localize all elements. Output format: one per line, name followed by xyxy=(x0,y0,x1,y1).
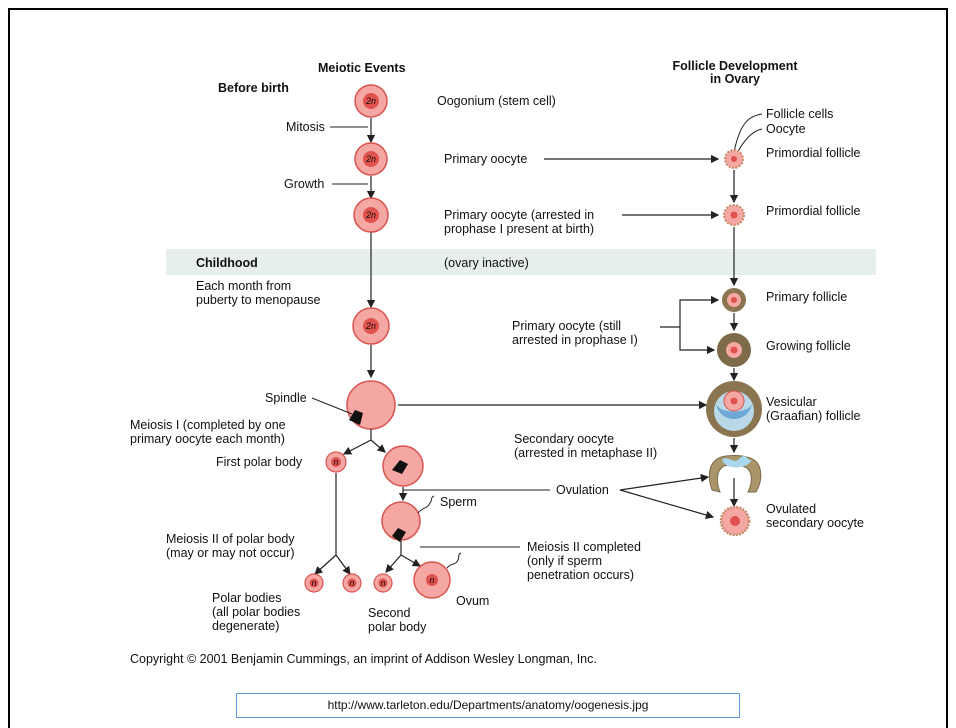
svg-text:2n: 2n xyxy=(365,210,376,220)
oocyte-label: Oocyte xyxy=(766,122,806,136)
arrow-to-ovum xyxy=(400,554,422,567)
arrow-ovulation-to-ovulated xyxy=(619,489,715,520)
polar-bodies-line1: Polar bodies xyxy=(212,591,282,605)
primordial-follicle-label-2: Primordial follicle xyxy=(766,204,861,218)
ovulated-line2: secondary oocyte xyxy=(766,516,864,530)
oogonium-label: Oogonium (stem cell) xyxy=(437,94,556,108)
arrow-to-first-polar xyxy=(342,439,372,455)
source-url: http://www.tarleton.edu/Departments/anat… xyxy=(236,693,740,718)
follicle-cells-label: Follicle cells xyxy=(766,107,833,121)
follicle-header-line1: Follicle Development xyxy=(672,59,798,73)
primary-oocyte-cell: 2n xyxy=(354,142,388,176)
spindle-label: Spindle xyxy=(265,391,307,405)
primordial-follicle-label-1: Primordial follicle xyxy=(766,146,861,160)
primary-still-line1: Primary oocyte (still xyxy=(512,319,621,333)
arrow-polar-right xyxy=(335,554,351,575)
ovum-label: Ovum xyxy=(456,594,489,608)
svg-text:2n: 2n xyxy=(365,96,376,106)
vesicular-follicle xyxy=(706,381,762,437)
arrow-still-to-primary xyxy=(660,295,720,328)
childhood-band xyxy=(166,249,876,275)
ovulated-secondary-oocyte xyxy=(719,505,751,537)
primary-oocyte-puberty-cell: 2n xyxy=(352,307,390,345)
follicle-header-line2: in Ovary xyxy=(710,72,760,86)
childhood-label: Childhood xyxy=(196,256,258,270)
sperm-oocyte-cell xyxy=(381,495,435,542)
secondary-oocyte-line2: (arrested in metaphase II) xyxy=(514,446,657,460)
primary-oocyte-label: Primary oocyte xyxy=(444,152,527,166)
primary-arrested-line1: Primary oocyte (arrested in xyxy=(444,208,594,222)
meiosis2-done-line3: penetration occurs) xyxy=(527,568,634,582)
svg-text:n: n xyxy=(349,578,354,588)
sperm-label: Sperm xyxy=(440,495,477,509)
polar-bodies-line2: (all polar bodies xyxy=(212,605,300,619)
meiosis2-polar-line2: (may or may not occur) xyxy=(166,546,295,560)
svg-text:n: n xyxy=(333,457,338,467)
primary-follicle xyxy=(722,288,746,312)
meiosis1-line1: Meiosis I (completed by one xyxy=(130,418,286,432)
ovum-cell: n xyxy=(413,552,462,599)
mitosis-label: Mitosis xyxy=(286,120,325,134)
vesicular-line2: (Graafian) follicle xyxy=(766,409,861,423)
svg-text:2n: 2n xyxy=(365,154,376,164)
meiosis2-done-line1: Meiosis II completed xyxy=(527,540,641,554)
growing-follicle xyxy=(717,333,751,367)
spindle-oocyte-cell xyxy=(346,380,396,430)
primordial-follicle-1 xyxy=(724,149,744,169)
first-polar-body-cell: n xyxy=(325,451,347,473)
each-month-line1: Each month from xyxy=(196,279,291,293)
primary-still-line2: arrested in prophase I) xyxy=(512,333,638,347)
primary-oocyte-arrested-cell: 2n xyxy=(353,197,389,233)
svg-text:n: n xyxy=(429,575,434,585)
svg-text:2n: 2n xyxy=(365,321,376,331)
before-birth-label: Before birth xyxy=(218,81,289,95)
primary-follicle-label: Primary follicle xyxy=(766,290,847,304)
oogonium-cell: 2n xyxy=(354,84,388,118)
primary-arrested-line2: prophase I present at birth) xyxy=(444,222,594,236)
second-polar-line1: Second xyxy=(368,606,410,620)
svg-text:n: n xyxy=(380,578,385,588)
svg-text:n: n xyxy=(311,578,316,588)
secondary-oocyte-cell xyxy=(382,445,424,487)
meiosis2-done-line2: (only if sperm xyxy=(527,554,602,568)
ovulation-label: Ovulation xyxy=(556,483,609,497)
arrow-ovulation-to-follicle xyxy=(619,473,710,491)
arrow-to-secondary-oocyte xyxy=(370,439,386,453)
secondary-oocyte-line1: Secondary oocyte xyxy=(514,432,614,446)
primordial-follicle-2 xyxy=(723,204,745,226)
second-polar-body-cell: n xyxy=(373,573,393,593)
second-polar-line2: polar body xyxy=(368,620,427,634)
first-polar-body-label: First polar body xyxy=(216,455,303,469)
growing-follicle-label: Growing follicle xyxy=(766,339,851,353)
meiosis1-line2: primary oocyte each month) xyxy=(130,432,285,446)
arrow-polar-left xyxy=(314,554,337,575)
copyright-text: Copyright © 2001 Benjamin Cummings, an i… xyxy=(130,652,597,666)
spindle-pointer xyxy=(311,397,353,415)
ovulated-line1: Ovulated xyxy=(766,502,816,516)
arrow-still-to-growing xyxy=(679,327,716,355)
each-month-line2: puberty to menopause xyxy=(196,293,320,307)
ovary-inactive-label: (ovary inactive) xyxy=(444,256,529,270)
polar-body-cell-2: n xyxy=(342,573,362,593)
meiotic-events-header: Meiotic Events xyxy=(318,61,406,75)
polar-bodies-line3: degenerate) xyxy=(212,619,279,633)
slide-frame xyxy=(8,8,948,728)
meiosis2-polar-line1: Meiosis II of polar body xyxy=(166,532,295,546)
polar-body-cell-1: n xyxy=(304,573,324,593)
ruptured-follicle xyxy=(708,454,762,493)
arrow-to-second-polar xyxy=(385,554,402,573)
growth-label: Growth xyxy=(284,177,324,191)
vesicular-line1: Vesicular xyxy=(766,395,817,409)
follicle-cells-pointer xyxy=(733,113,763,153)
